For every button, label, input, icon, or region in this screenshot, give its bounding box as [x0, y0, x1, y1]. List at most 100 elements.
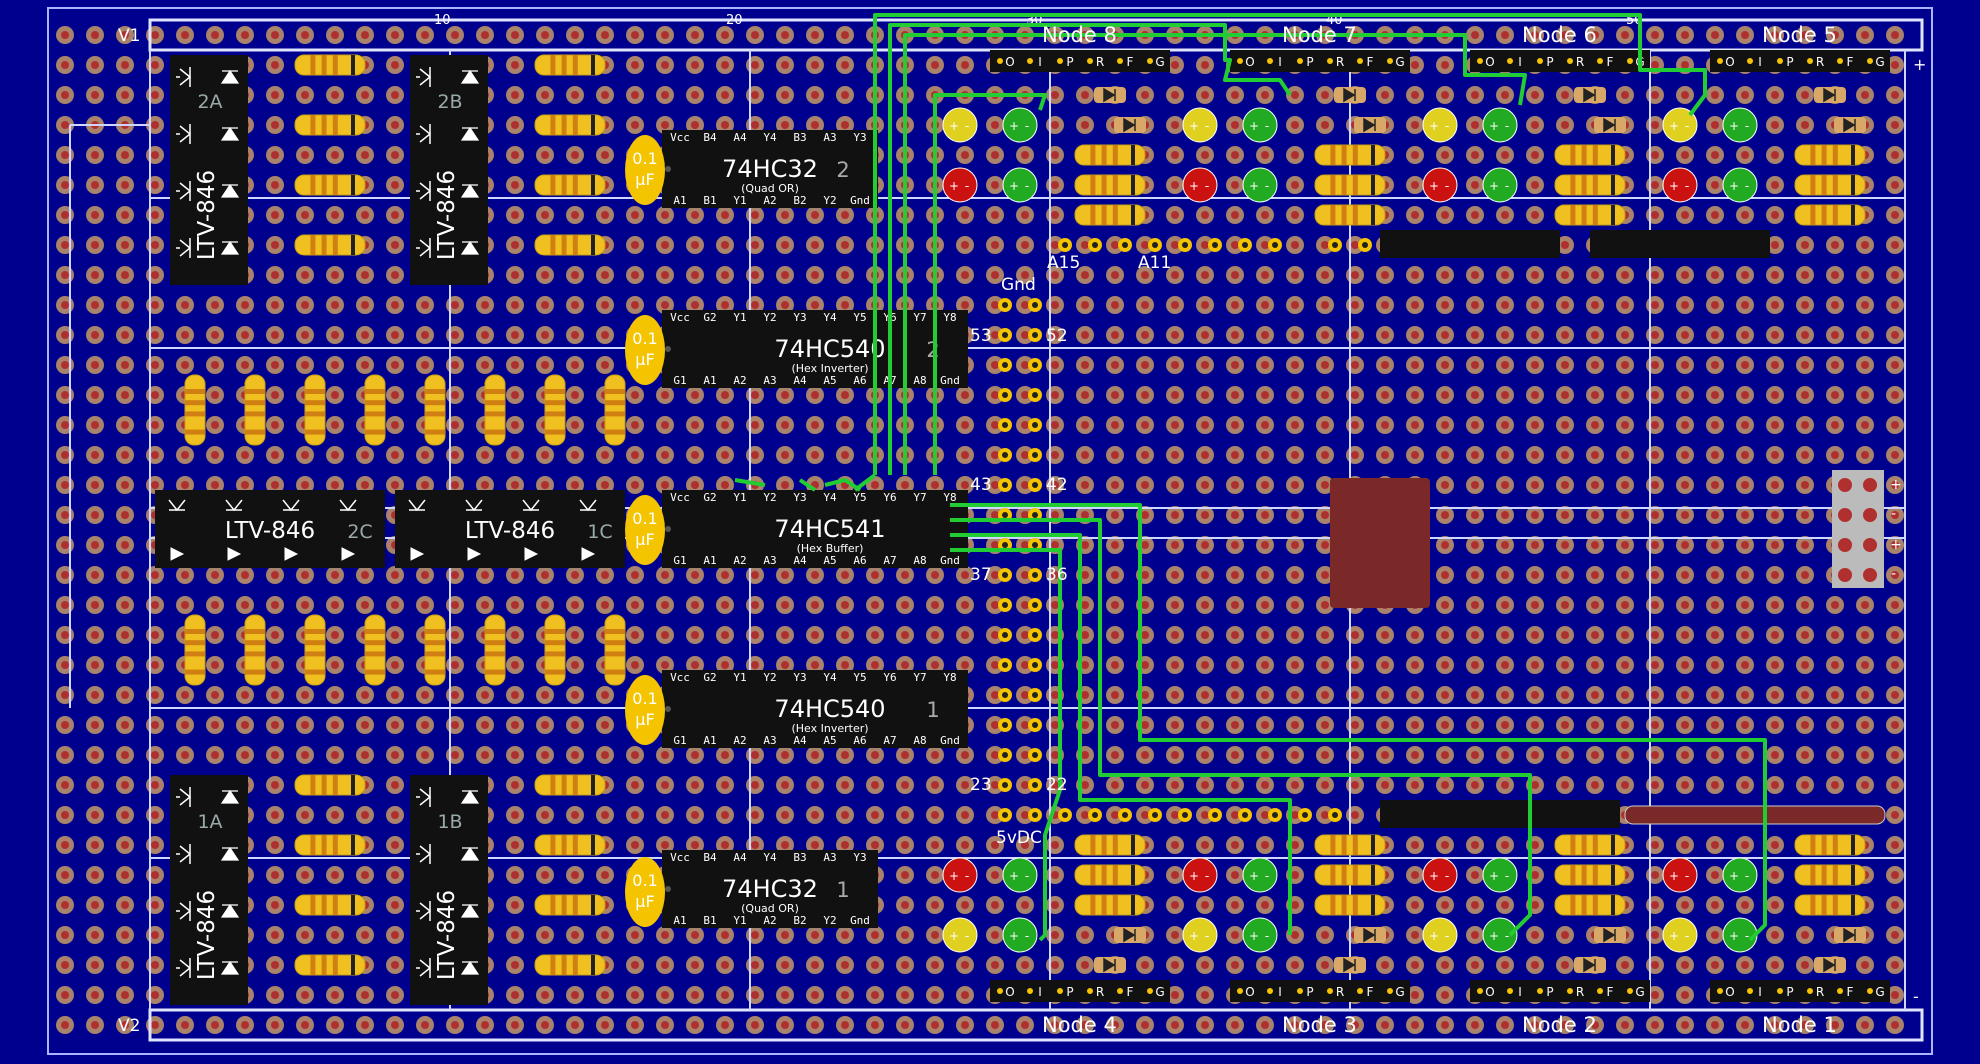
- pad-hole: [1531, 961, 1539, 969]
- chip-pin-label: A6: [853, 734, 866, 747]
- pad-hole: [61, 901, 69, 909]
- pad-hole: [1111, 661, 1119, 669]
- pad-hole: [1411, 901, 1419, 909]
- resistor-band: [1342, 865, 1347, 885]
- pad-hole: [1201, 421, 1209, 429]
- pad-hole: [91, 961, 99, 969]
- pad-hole: [151, 871, 159, 879]
- pad-hole: [781, 61, 789, 69]
- pad-hole: [721, 481, 729, 489]
- pad-hole: [721, 841, 729, 849]
- pad-hole: [1351, 451, 1359, 459]
- pad-hole: [1201, 571, 1209, 579]
- resistor: [425, 615, 445, 685]
- chip-pin-label: Y7: [913, 491, 926, 504]
- resistor-band: [1102, 145, 1107, 165]
- resistor-band: [245, 411, 265, 416]
- header-pin-hole: [1182, 812, 1188, 818]
- pad-hole: [91, 571, 99, 579]
- pad-hole: [661, 421, 669, 429]
- header-pin-hole: [1062, 812, 1068, 818]
- pad-hole: [1081, 301, 1089, 309]
- pad-hole: [1411, 1021, 1419, 1029]
- pad-hole: [1621, 661, 1629, 669]
- resistor-band: [365, 389, 385, 394]
- resistor-band: [425, 400, 445, 405]
- header-pin-hole: [1332, 242, 1338, 248]
- pad-hole: [781, 391, 789, 399]
- header-pin-hole: [1032, 722, 1038, 728]
- pad-hole: [751, 1021, 759, 1029]
- pad-hole: [1261, 811, 1269, 819]
- chip-pin-label: Gnd: [940, 554, 960, 567]
- chip-pin-label: Y7: [913, 311, 926, 324]
- pad-hole: [391, 361, 399, 369]
- pad-hole: [241, 361, 249, 369]
- chip-pin-label: A7: [883, 734, 896, 747]
- pad-hole: [571, 571, 579, 579]
- pad-hole: [1531, 691, 1539, 699]
- resistor-band: [351, 235, 355, 255]
- pad-hole: [1201, 841, 1209, 849]
- pad-hole: [961, 211, 969, 219]
- pad-hole: [1531, 361, 1539, 369]
- header-pin-hole: [1032, 812, 1038, 818]
- pad-hole: [781, 931, 789, 939]
- pad-hole: [1651, 61, 1659, 69]
- pad-hole: [211, 751, 219, 759]
- resistor: [545, 375, 565, 445]
- pad-hole: [1051, 211, 1059, 219]
- pad-hole: [331, 451, 339, 459]
- resistor: [185, 375, 205, 445]
- chip-name: 74HC540: [774, 335, 885, 363]
- pad-hole: [631, 391, 639, 399]
- resistor-band: [425, 389, 445, 394]
- pad-hole: [1111, 451, 1119, 459]
- pad-hole: [1261, 961, 1269, 969]
- pad-hole: [151, 811, 159, 819]
- pad-hole: [1561, 541, 1569, 549]
- pad-hole: [1081, 331, 1089, 339]
- pad-hole: [1651, 541, 1659, 549]
- pad-hole: [1741, 151, 1749, 159]
- pad-hole: [421, 691, 429, 699]
- pad-hole: [1471, 631, 1479, 639]
- header-pin-hole: [1032, 482, 1038, 488]
- pad-hole: [1441, 601, 1449, 609]
- pad-hole: [1441, 481, 1449, 489]
- resistor-band: [365, 400, 385, 405]
- pad-hole: [871, 931, 879, 939]
- pad-hole: [1201, 991, 1209, 999]
- pad-hole: [991, 1021, 999, 1029]
- header-pin-hole: [1032, 392, 1038, 398]
- resistor-band: [1131, 145, 1135, 165]
- pad-hole: [151, 31, 159, 39]
- pad-hole: [1891, 721, 1899, 729]
- pad-hole: [151, 481, 159, 489]
- pad-hole: [1561, 331, 1569, 339]
- pad-hole: [61, 841, 69, 849]
- pad-hole: [1861, 31, 1869, 39]
- pad-hole: [391, 391, 399, 399]
- pad-hole: [961, 631, 969, 639]
- pad-hole: [1231, 301, 1239, 309]
- chip-pin-label: Y5: [853, 311, 866, 324]
- pad-hole: [691, 1021, 699, 1029]
- resistor-band: [305, 651, 325, 656]
- resistor: [535, 115, 605, 135]
- pad-hole: [1321, 301, 1329, 309]
- pad-hole: [1051, 181, 1059, 189]
- pad-hole: [1591, 361, 1599, 369]
- pad-hole: [1621, 541, 1629, 549]
- chip-name: 74HC32: [722, 875, 818, 903]
- header-pin: [1147, 58, 1153, 64]
- resistor-band: [573, 955, 578, 975]
- pad-hole: [691, 571, 699, 579]
- pad-hole: [1261, 271, 1269, 279]
- pad-hole: [1501, 961, 1509, 969]
- header-pin-hole: [1362, 242, 1368, 248]
- resistor-band: [310, 235, 315, 255]
- pad-hole: [571, 811, 579, 819]
- pad-hole: [751, 241, 759, 249]
- pad-hole: [1651, 691, 1659, 699]
